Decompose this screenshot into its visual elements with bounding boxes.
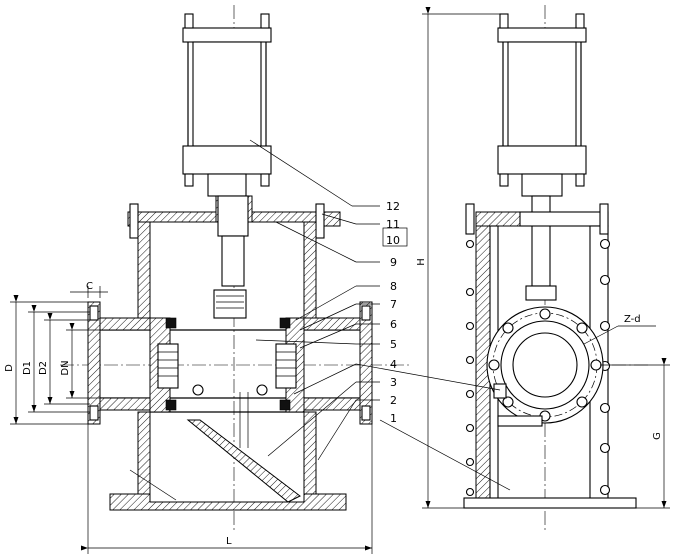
gate-blade bbox=[186, 419, 301, 503]
part-label-11: 11 bbox=[386, 218, 400, 231]
pipe-ends bbox=[87, 301, 373, 425]
dim-label-d: D bbox=[4, 364, 15, 372]
dim-label-g: G bbox=[652, 432, 663, 440]
part-label-7: 7 bbox=[390, 298, 397, 311]
piston-rod bbox=[213, 195, 249, 319]
part-label-2: 2 bbox=[390, 394, 397, 407]
dim-label-zd: Z-d bbox=[624, 314, 641, 325]
dimension-labels: C D D1 D2 DN L H G Z-d bbox=[4, 258, 663, 547]
part-label-10: 10 bbox=[386, 234, 400, 247]
part-label-6: 6 bbox=[390, 318, 397, 331]
part-label-3: 3 bbox=[390, 376, 397, 389]
dim-label-h: H bbox=[416, 258, 427, 266]
dim-label-dn: DN bbox=[60, 360, 71, 375]
front-section-view bbox=[60, 5, 410, 530]
part-label-1: 1 bbox=[390, 412, 397, 425]
side-bolts bbox=[465, 238, 611, 497]
valve-body bbox=[109, 195, 347, 511]
internal-sleeve bbox=[149, 317, 305, 448]
part-leaders bbox=[129, 139, 511, 501]
dim-label-d1: D1 bbox=[22, 361, 33, 375]
dim-label-l: L bbox=[226, 536, 232, 547]
dim-label-d2: D2 bbox=[38, 361, 49, 375]
pneumatic-cylinder bbox=[182, 13, 272, 197]
side-view bbox=[463, 5, 650, 530]
side-flange bbox=[486, 306, 604, 424]
dim-label-c: C bbox=[86, 281, 93, 292]
part-label-4: 4 bbox=[390, 358, 397, 371]
part-labels: 1 2 3 4 5 6 7 8 9 10 11 12 bbox=[386, 200, 400, 425]
dimension-lines bbox=[10, 7, 670, 554]
part-label-5: 5 bbox=[390, 338, 397, 351]
part-label-9: 9 bbox=[390, 256, 397, 269]
part-label-12: 12 bbox=[386, 200, 400, 213]
part-label-8: 8 bbox=[390, 280, 397, 293]
